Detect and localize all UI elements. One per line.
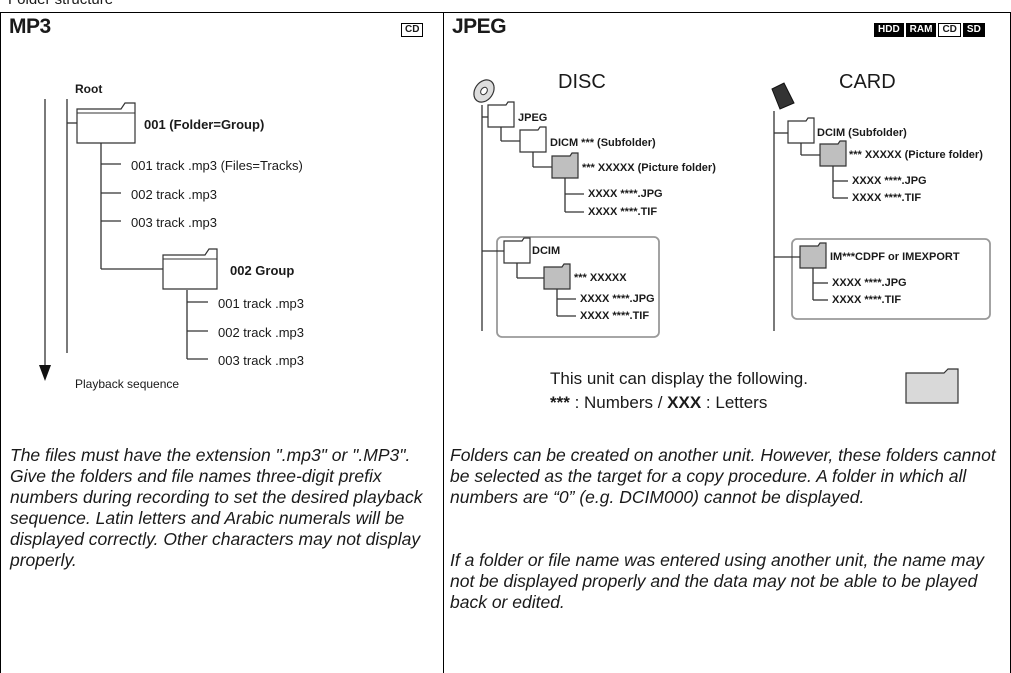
section-heading-cut: Folder structure (0, 0, 1011, 16)
jpeg-title: JPEG (452, 15, 507, 38)
track-label: 003 track .mp3 (218, 353, 304, 368)
mp3-note: The files must have the extension ".mp3"… (10, 445, 423, 570)
track-label: 001 track .mp3 (218, 296, 304, 311)
legend-line2: *** : Numbers / XXX : Letters (550, 393, 767, 413)
folder-icon (519, 126, 547, 153)
track-label: 002 track .mp3 (218, 325, 304, 340)
track-label: 003 track .mp3 (131, 215, 217, 230)
card-dcim-subfolder-label: DCIM (Subfolder) (817, 127, 907, 139)
jpeg-folder-label: JPEG (518, 112, 548, 124)
mp3-tree-diagram (39, 99, 218, 381)
content-frame: MP3 CD (0, 12, 1011, 673)
root-label: Root (75, 82, 103, 96)
file-label: XXXX ****.JPG (588, 188, 663, 200)
folder1-label: 001 (Folder=Group) (144, 117, 265, 132)
mp3-panel: MP3 CD (0, 13, 444, 673)
legend-xxx: XXX (667, 393, 702, 412)
sd-card-icon (771, 82, 795, 110)
folder-icon (819, 140, 847, 167)
picture-folder-label: *** XXXXX (Picture folder) (582, 162, 716, 174)
legend-stars: *** (550, 393, 570, 412)
file-label: XXXX ****.TIF (588, 206, 658, 218)
folder-icon (76, 102, 136, 144)
file-label: XXXX ****.JPG (580, 293, 655, 305)
folder-icon (162, 248, 218, 290)
legend-mid: : Numbers / (569, 393, 668, 412)
sd-badge: SD (962, 23, 985, 37)
card-heading: CARD (839, 71, 896, 93)
file-label: XXXX ****.TIF (852, 192, 922, 204)
track-label: 002 track .mp3 (131, 187, 217, 202)
jpeg-note-2: If a folder or file name was entered usi… (450, 550, 985, 612)
folder-icon (487, 101, 515, 128)
folder2-label: 002 Group (230, 263, 295, 278)
dcim-subfolder-label: DICM *** (Subfolder) (550, 137, 656, 149)
imexport-group-box (791, 238, 991, 320)
playback-sequence-label: Playback sequence (75, 377, 180, 391)
cd-badge: CD (401, 23, 424, 37)
file-label: XXXX ****.JPG (852, 175, 927, 187)
folder-icon (787, 117, 815, 144)
file-label: XXXX ****.JPG (832, 277, 907, 289)
folder-icon (551, 152, 579, 179)
file-label: XXXX ****.TIF (580, 310, 650, 322)
folder-icon (799, 242, 827, 269)
legend-line1: This unit can display the following. (550, 369, 808, 388)
folder-icon (905, 368, 959, 404)
legend-end: : Letters (701, 393, 768, 412)
track-label: 001 track .mp3 (Files=Tracks) (131, 158, 303, 173)
hdd-badge: HDD (874, 23, 904, 37)
ram-badge: RAM (905, 23, 937, 37)
file-label: XXXX ****.TIF (832, 294, 902, 306)
folder-x-label: *** XXXXX (574, 272, 627, 284)
dcim-folder-label: DCIM (532, 245, 561, 257)
card-picture-folder-label: *** XXXXX (Picture folder) (849, 149, 983, 161)
folder-icon (543, 263, 571, 290)
imexport-folder-label: IM***CDPF or IMEXPORT (830, 251, 960, 263)
disc-heading: DISC (558, 71, 606, 93)
dcim-group-box (496, 236, 660, 338)
jpeg-tree-diagram (473, 79, 991, 404)
playback-arrow-head (39, 365, 51, 381)
mp3-badges: CD (399, 19, 424, 37)
jpeg-note-1: Folders can be created on another unit. … (450, 445, 996, 507)
disc-icon (473, 79, 495, 103)
folder-icon (503, 237, 531, 264)
cd-badge: CD (938, 23, 961, 37)
mp3-title: MP3 (9, 15, 51, 38)
